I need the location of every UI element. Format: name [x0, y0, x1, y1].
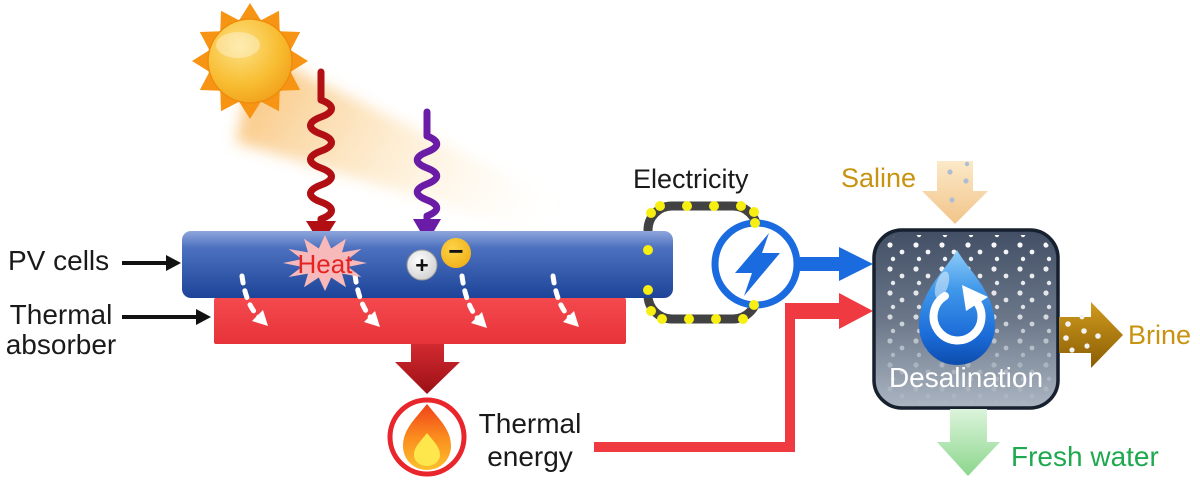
electricity-flow-arrow-icon — [797, 247, 873, 281]
thermal-flow-arrow-icon — [785, 293, 873, 329]
plus-charge-label: + — [415, 252, 429, 278]
thermal-absorber-label: Thermal absorber — [0, 300, 122, 360]
fresh-water-label: Fresh water — [1011, 441, 1159, 472]
fresh-water-outflow-arrow-icon — [937, 409, 1000, 476]
brine-label: Brine — [1128, 320, 1192, 350]
thermal-absorber-line2: absorber — [5, 329, 117, 360]
heat-burst-icon — [283, 235, 367, 291]
thermal-energy-line1: Thermal — [478, 408, 582, 439]
electron-dots — [643, 201, 760, 324]
saline-label: Saline — [841, 163, 917, 193]
thermal-energy-label: Thermal energy — [466, 407, 594, 473]
minus-charge-label: − — [448, 236, 464, 266]
electricity-label: Electricity — [633, 164, 749, 194]
minus-charge-icon — [441, 238, 471, 268]
thermal-energy-line2: energy — [487, 441, 573, 472]
saline-inflow-arrow-icon — [922, 161, 988, 224]
plus-charge-icon — [406, 249, 438, 281]
pv-cells-pointer-arrow — [122, 255, 181, 271]
lightning-icon — [711, 219, 801, 309]
thermal-down-arrow-icon — [395, 344, 460, 394]
sun-beam — [236, 50, 612, 240]
heat-transfer-arrowheads — [252, 310, 579, 328]
pv-cells-label: PV cells — [8, 245, 110, 276]
flame-icon — [387, 397, 467, 477]
thermal-flow-line — [594, 311, 795, 452]
desalination-unit-icon — [872, 228, 1060, 410]
water-drop-recycle-icon — [919, 250, 995, 365]
brine-outflow-arrow-icon — [1059, 302, 1123, 368]
desalination-label: Desalination — [888, 362, 1044, 393]
sun-icon — [192, 3, 308, 119]
thermal-absorber-bar — [214, 298, 626, 344]
thermal-absorber-line1: Thermal — [9, 299, 113, 330]
thermal-absorber-pointer-arrow — [122, 309, 211, 325]
heat-label: Heat — [297, 249, 353, 279]
